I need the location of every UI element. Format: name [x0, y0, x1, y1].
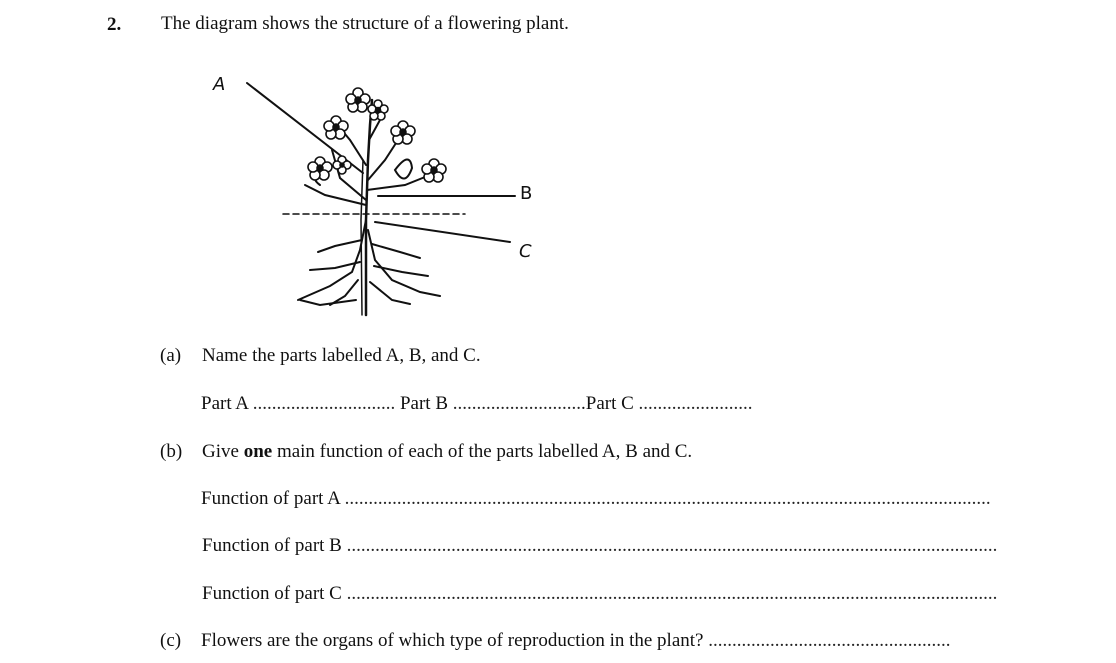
subquestion-c-prompt: Flowers are the organs of which type of …: [201, 630, 704, 651]
part-b-answer-field[interactable]: ...........................: [452, 393, 582, 414]
reproduction-answer-field[interactable]: ........................................…: [708, 630, 951, 651]
diagram-label-a: A: [213, 74, 226, 95]
label-line-c: [374, 221, 511, 243]
subquestion-b-prompt: Give one main function of each of the pa…: [202, 441, 692, 463]
answer-line-parts: Part A .............................. Pa…: [201, 393, 753, 415]
subquestion-b-letter: (b): [160, 441, 183, 462]
subquestion-a-letter: (a): [160, 345, 182, 366]
prompt-text: main function of each of the parts label…: [276, 441, 693, 462]
part-b-label: Part B: [399, 393, 449, 414]
subquestion-c-line: Flowers are the organs of which type of …: [201, 630, 950, 652]
question-number: 2.: [107, 14, 122, 35]
function-line-a: Function of part A .....................…: [201, 488, 991, 510]
part-c-label: .Part C: [581, 393, 634, 414]
root-main-left: [297, 219, 367, 301]
part-a-answer-field[interactable]: ..............................: [252, 393, 396, 414]
function-c-label: Function of part C: [202, 583, 342, 604]
root-main-right: [367, 229, 441, 297]
diagram-label-b: B: [520, 183, 533, 204]
function-line-c: Function of part C .....................…: [202, 583, 997, 605]
prompt-text: Give: [202, 441, 239, 462]
part-c-answer-field[interactable]: ........................: [638, 393, 753, 414]
leaf: [393, 158, 414, 180]
flowers: [307, 87, 447, 183]
subquestion-a-prompt: Name the parts labelled A, B, and C.: [202, 345, 481, 366]
function-b-label: Function of part B: [202, 535, 342, 556]
subquestion-c-letter: (c): [160, 630, 182, 651]
prompt-emphasis: one: [243, 441, 273, 462]
part-a-label: Part A: [201, 393, 248, 414]
function-a-label: Function of part A: [201, 488, 340, 509]
function-b-answer-field[interactable]: ........................................…: [346, 535, 998, 556]
function-line-b: Function of part B .....................…: [202, 535, 997, 557]
function-a-answer-field[interactable]: ........................................…: [344, 488, 991, 509]
function-c-answer-field[interactable]: ........................................…: [346, 583, 998, 604]
diagram-label-c: C: [519, 241, 532, 262]
question-stem: The diagram shows the structure of a flo…: [161, 13, 569, 34]
